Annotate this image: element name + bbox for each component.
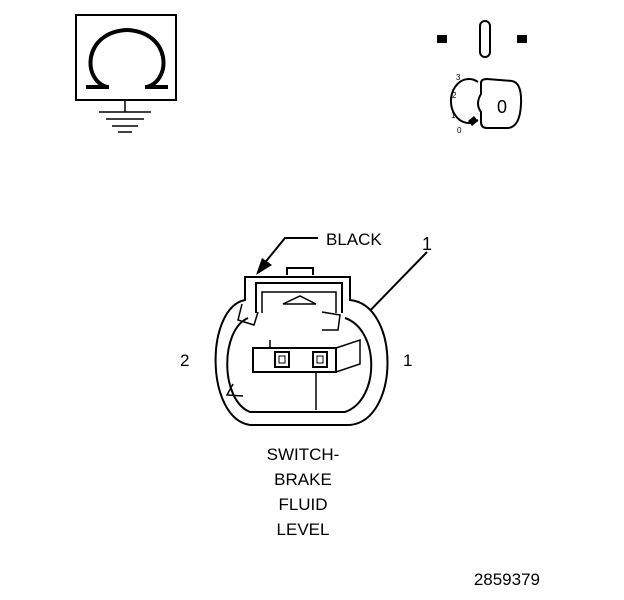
key-position-3: 3 [456,73,461,82]
connector-face [214,267,389,426]
component-name-line-2: BRAKE [274,470,332,489]
key-position-1: 1 [451,111,456,120]
component-name: SWITCH- BRAKE FLUID LEVEL [267,445,340,539]
color-callout: BLACK [256,230,382,275]
key-position-2: 2 [452,91,457,100]
component-name-line-3: FLUID [278,495,327,514]
figure-id: 2859379 [474,570,540,589]
pin-label-left: 2 [180,351,189,370]
key-position-0: 0 [457,126,462,135]
key-letter: 0 [497,97,507,117]
pin-label-right: 1 [403,351,412,370]
component-name-line-1: SWITCH- [267,445,340,464]
ignition-key-icon: 3 2 1 0 0 [437,20,527,135]
connector-color-label: BLACK [326,230,382,249]
callout-number: 1 [422,234,432,254]
ground-omega-icon [75,14,177,133]
component-name-line-4: LEVEL [277,520,330,539]
